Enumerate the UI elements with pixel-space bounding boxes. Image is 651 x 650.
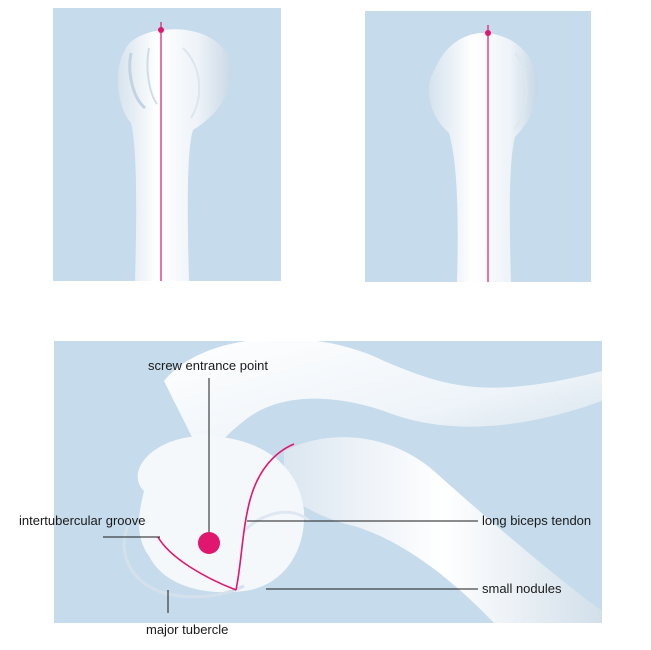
major-tubercle-label: major tubercle (146, 622, 228, 638)
screw-entrance-point-label: screw entrance point (148, 358, 268, 374)
screw-entrance-point-marker (198, 532, 220, 554)
groove-outline (158, 537, 236, 590)
small-nodules-label: small nodules (482, 581, 562, 597)
tendon-outline (236, 444, 294, 590)
long-biceps-tendon-label: long biceps tendon (482, 513, 591, 529)
intertubercular-groove-label: intertubercular groove (19, 513, 145, 529)
